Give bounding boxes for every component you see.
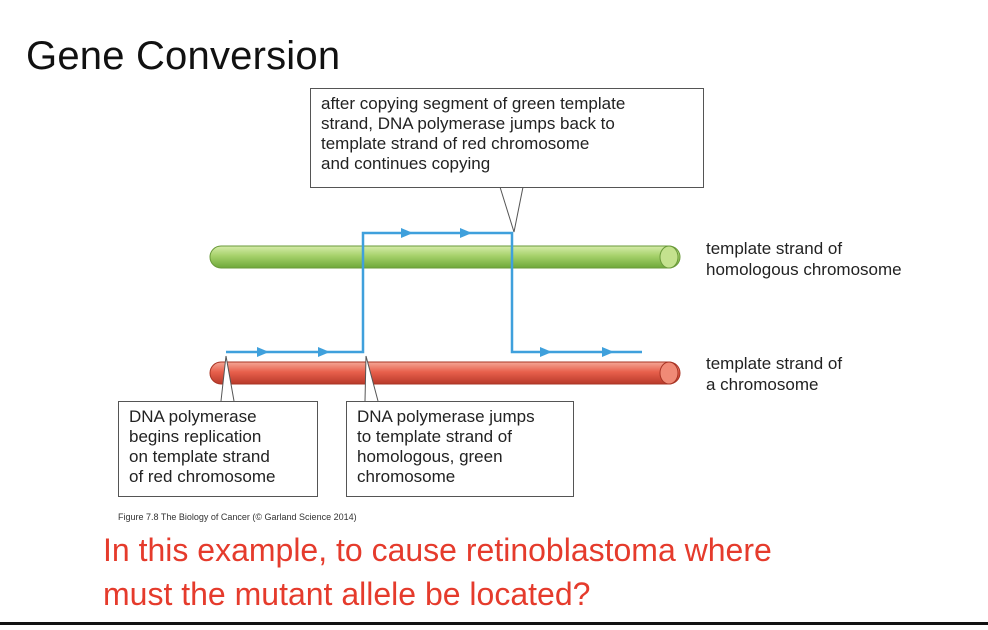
label-line: homologous chromosome <box>706 260 902 279</box>
red-strand-label: template strand of a chromosome <box>706 353 842 395</box>
arrow-2 <box>318 347 330 357</box>
new-dna-strand <box>226 231 642 354</box>
callout-line: of red chromosome <box>129 467 276 486</box>
callout-line: after copying segment of green template <box>321 94 626 113</box>
green-strand-label: template strand of homologous chromosome <box>706 238 902 280</box>
green-chromosome <box>209 245 681 269</box>
pointer-mid <box>364 355 379 402</box>
callout-begins-replication: DNA polymerase begins replication on tem… <box>118 401 318 497</box>
callout-jump-back: after copying segment of green template … <box>310 88 704 188</box>
strand-direction-arrows <box>257 228 614 357</box>
callout-line: begins replication <box>129 427 262 446</box>
callout-line: homologous, green <box>357 447 503 466</box>
question-line: In this example, to cause retinoblastoma… <box>103 532 772 568</box>
callout-line: strand, DNA polymerase jumps back to <box>321 114 615 133</box>
slide-title: Gene Conversion <box>26 34 341 78</box>
callout-jumps-to-green: DNA polymerase jumps to template strand … <box>346 401 574 497</box>
callout-line: DNA polymerase jumps <box>357 407 535 426</box>
question-line: must the mutant allele be located? <box>103 576 591 612</box>
callout-line: template strand of red chromosome <box>321 134 590 153</box>
callout-line: DNA polymerase <box>129 407 257 426</box>
figure-caption: Figure 7.8 The Biology of Cancer (© Garl… <box>118 512 357 522</box>
label-line: a chromosome <box>706 375 819 394</box>
callout-line: chromosome <box>357 467 456 486</box>
callout-line: on template strand <box>129 447 270 466</box>
arrow-6 <box>602 347 614 357</box>
arrow-5 <box>540 347 552 357</box>
bottom-divider <box>0 622 988 625</box>
question-text: In this example, to cause retinoblastoma… <box>103 528 772 616</box>
callout-line: and continues copying <box>321 154 491 173</box>
arrow-4 <box>460 228 472 238</box>
label-line: template strand of <box>706 239 843 258</box>
callout-line: to template strand of <box>357 427 512 446</box>
arrow-1 <box>257 347 269 357</box>
red-chromosome <box>209 361 681 385</box>
arrow-3 <box>401 228 413 238</box>
callout-pointers <box>220 186 524 402</box>
pointer-top <box>499 186 524 233</box>
pointer-left <box>220 355 235 402</box>
label-line: template strand of <box>706 354 843 373</box>
